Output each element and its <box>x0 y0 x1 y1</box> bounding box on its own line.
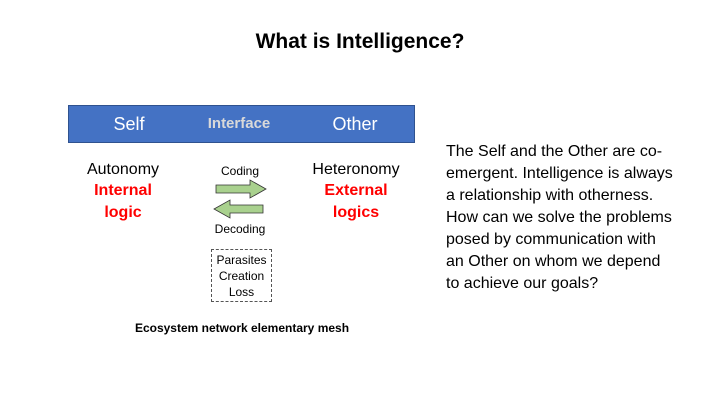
logics-label: logics <box>332 204 380 221</box>
coding-decoding-arrows <box>213 179 267 219</box>
heteronomy-label: Heteronomy <box>312 161 400 178</box>
internal-label: Internal <box>94 182 152 199</box>
autonomy-label: Autonomy <box>86 161 160 178</box>
loss-label: Loss <box>228 285 255 299</box>
creation-label: Creation <box>218 269 265 283</box>
self-label: Self <box>113 114 145 134</box>
parasites-label: Parasites <box>216 253 267 267</box>
interface-label: Interface <box>207 115 271 132</box>
coding-label: Coding <box>220 164 260 178</box>
logic-label: logic <box>104 204 142 221</box>
outcomes-box: Parasites Creation Loss <box>211 249 272 302</box>
other-label: Other <box>332 114 378 134</box>
right-arrow-icon <box>215 179 267 199</box>
diagram-caption: Ecosystem network elementary mesh <box>134 321 350 335</box>
slide-title: What is Intelligence? <box>255 30 465 53</box>
left-arrow-icon <box>213 199 264 219</box>
external-label: External <box>324 182 388 199</box>
self-interface-other-bar: Self Interface Other <box>68 105 415 143</box>
decoding-label: Decoding <box>214 222 266 236</box>
explanation-paragraph: The Self and the Other are co-emergent. … <box>446 143 673 292</box>
